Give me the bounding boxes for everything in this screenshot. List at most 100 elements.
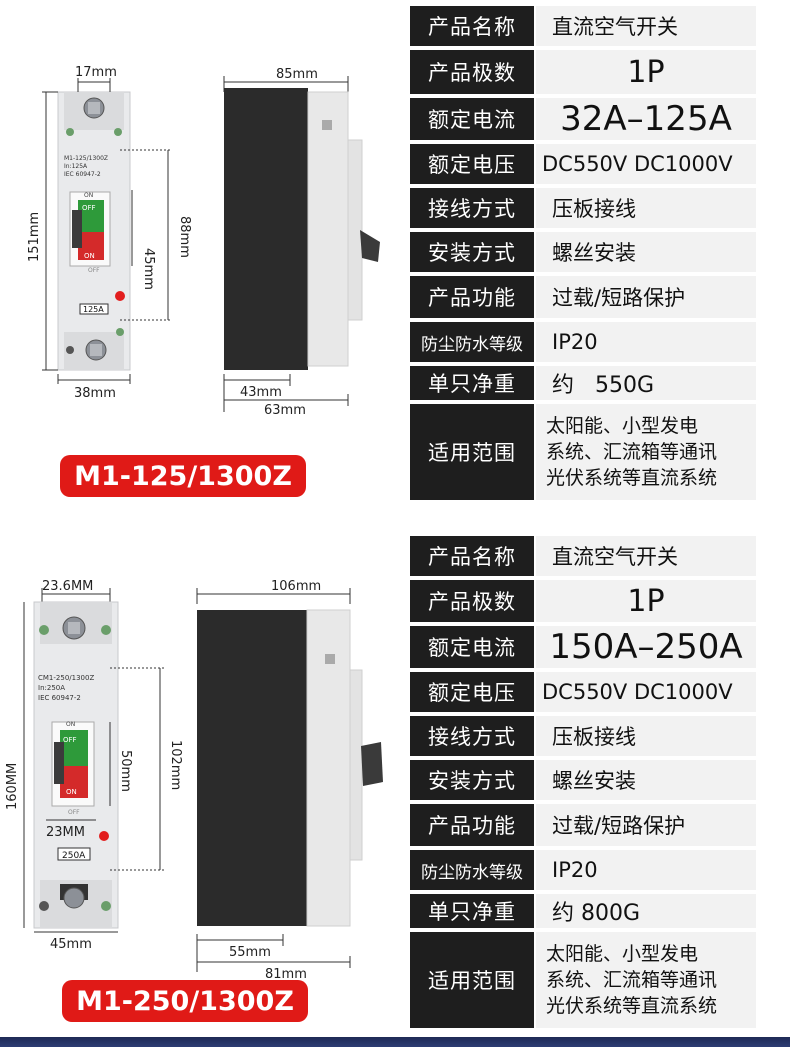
dimension-label: CM1-250/1300Z [38, 674, 94, 682]
terminal-screw-icon [63, 887, 85, 909]
spec-value: 约 800G [536, 894, 756, 928]
dimension-label: 45mm [141, 248, 156, 290]
dimension-label: 45mm [50, 937, 92, 952]
dimension-label: OFF [63, 736, 77, 744]
spec-value: 螺丝安装 [536, 232, 756, 272]
spec-row: 接线方式 压板接线 [410, 188, 756, 228]
spec-value: 直流空气开关 [536, 6, 756, 46]
spec-label: 产品极数 [410, 50, 536, 94]
switch-handle [360, 230, 380, 262]
dimension-label: IEC 60947-2 [64, 171, 101, 178]
spec-row: 单只净重 约 800G [410, 894, 756, 928]
spec-label: 额定电压 [410, 672, 536, 712]
dimension-label: OFF [88, 267, 100, 274]
rating-tag: 250A [62, 851, 86, 861]
model-badge: M1-125/1300Z [60, 455, 306, 497]
dimension-label: In:250A [38, 684, 65, 692]
spec-value: 过载/短路保护 [536, 804, 756, 846]
spec-row: 安装方式 螺丝安装 [410, 760, 756, 800]
dimension-label: IEC 60947-2 [38, 694, 81, 702]
spec-label: 安装方式 [410, 232, 536, 272]
dimension-label: 50mm [118, 750, 133, 792]
spec-value: 太阳能、小型发电 系统、汇流箱等通讯 光伏系统等直流系统 [536, 932, 756, 1028]
product-section-1: M1-125/1300Z In:125A IEC 60947-2 ON OFF … [0, 0, 790, 520]
dimension-label: 43mm [240, 385, 282, 400]
spec-value: 过载/短路保护 [536, 276, 756, 318]
dimension-label: 102mm [168, 740, 183, 790]
spec-value: 1P [536, 50, 756, 94]
spec-label: 防尘防水等级 [410, 850, 536, 890]
spec-value: IP20 [536, 850, 756, 890]
spec-label: 安装方式 [410, 760, 536, 800]
spec-value: 150A–250A [536, 626, 756, 668]
dimension-label: ON [84, 192, 93, 199]
dimension-label: 17mm [75, 65, 117, 80]
breaker-side-view-2: 106mm 55mm 81mm [196, 579, 383, 980]
breaker-side-view-1: 85mm 43mm 63mm [223, 67, 380, 418]
spec-row: 额定电压 DC550V DC1000V [410, 672, 756, 712]
spec-value: 太阳能、小型发电 系统、汇流箱等通讯 光伏系统等直流系统 [536, 404, 756, 500]
spec-row: 产品极数 1P [410, 50, 756, 94]
spec-value: IP20 [536, 322, 756, 362]
spec-table-1: 产品名称 直流空气开关 产品极数 1P 额定电流 32A–125A 额定电压 D… [410, 6, 756, 506]
switch-on-red [78, 232, 104, 260]
switch-on-red [60, 766, 88, 798]
indicator-light [99, 831, 109, 841]
dimension-label: 81mm [265, 967, 307, 980]
dimension-label: ON [66, 721, 75, 728]
spec-label: 产品名称 [410, 536, 536, 576]
spec-row: 产品名称 直流空气开关 [410, 6, 756, 46]
spec-value: 约 550G [536, 366, 756, 400]
spec-value: 直流空气开关 [536, 536, 756, 576]
dimension-label: 88mm [177, 216, 192, 258]
spec-row: 额定电流 32A–125A [410, 98, 756, 140]
spec-value: 螺丝安装 [536, 760, 756, 800]
spec-row: 产品功能 过载/短路保护 [410, 804, 756, 846]
switch-handle [361, 742, 383, 786]
spec-label: 额定电流 [410, 98, 536, 140]
spec-value: 32A–125A [536, 98, 756, 140]
spec-label: 额定电流 [410, 626, 536, 668]
dimension-label: 55mm [229, 945, 271, 960]
spec-row: 接线方式 压板接线 [410, 716, 756, 756]
spec-value: 压板接线 [536, 716, 756, 756]
spec-row: 防尘防水等级 IP20 [410, 850, 756, 890]
breaker-front-view-1: M1-125/1300Z In:125A IEC 60947-2 ON OFF … [27, 65, 192, 401]
spec-label: 产品极数 [410, 580, 536, 622]
spec-label: 额定电压 [410, 144, 536, 184]
dimension-label: ON [66, 788, 77, 796]
spec-row: 额定电流 150A–250A [410, 626, 756, 668]
spec-row: 产品功能 过载/短路保护 [410, 276, 756, 318]
dimension-label: 151mm [27, 212, 42, 262]
dimension-label: ON [84, 252, 95, 260]
switch-off-green [60, 730, 88, 766]
spec-row: 产品极数 1P [410, 580, 756, 622]
dimension-label: 23MM [46, 825, 85, 840]
spec-row: 单只净重 约 550G [410, 366, 756, 400]
product-section-2: 23.6MM CM1-250/1300Z In:250A IEC 60947-2… [0, 530, 790, 1040]
spec-value: DC550V DC1000V [536, 144, 756, 184]
spec-row: 产品名称 直流空气开关 [410, 536, 756, 576]
spec-label: 适用范围 [410, 404, 536, 500]
dimension-label: 23.6MM [42, 579, 93, 594]
dimension-label: 160MM [5, 763, 20, 810]
indicator-light [115, 291, 125, 301]
dimension-label: 85mm [276, 67, 318, 82]
spec-label: 接线方式 [410, 716, 536, 756]
spec-label: 产品功能 [410, 276, 536, 318]
dimension-label: In:125A [64, 163, 88, 170]
spec-row: 适用范围 太阳能、小型发电 系统、汇流箱等通讯 光伏系统等直流系统 [410, 932, 756, 1028]
spec-row: 适用范围 太阳能、小型发电 系统、汇流箱等通讯 光伏系统等直流系统 [410, 404, 756, 500]
model-badge: M1-250/1300Z [62, 980, 308, 1022]
spec-label: 防尘防水等级 [410, 322, 536, 362]
dimension-label: OFF [68, 809, 80, 816]
spec-label: 接线方式 [410, 188, 536, 228]
dimension-label: OFF [82, 204, 96, 212]
spec-label: 适用范围 [410, 932, 536, 1028]
spec-label: 单只净重 [410, 366, 536, 400]
spec-label: 单只净重 [410, 894, 536, 928]
spec-table-2: 产品名称 直流空气开关 产品极数 1P 额定电流 150A–250A 额定电压 … [410, 536, 756, 1036]
bottom-bar [0, 1037, 790, 1047]
dimension-label: 38mm [74, 386, 116, 401]
front-label-line: M1-125/1300Z [64, 155, 108, 162]
